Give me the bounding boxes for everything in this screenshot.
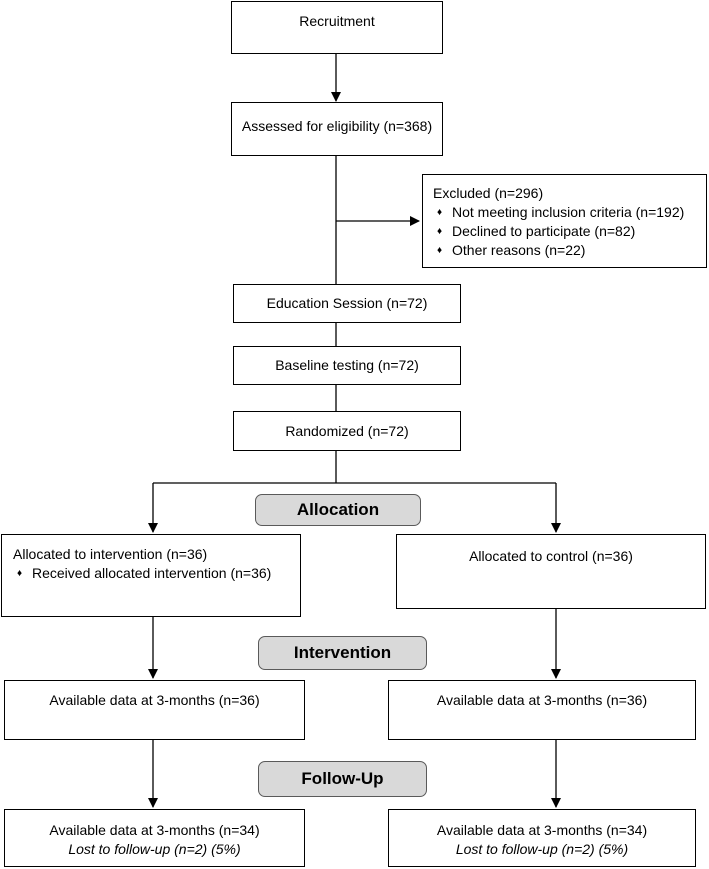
right-3-month-label: Available data at 3-months (n=36) [436,692,648,708]
left-follow-up-available: Available data at 3-months (n=34) [49,822,260,838]
excluded-title: Excluded (n=296) [433,185,544,201]
baseline-testing-label: Baseline testing (n=72) [275,357,419,373]
right-follow-up-lost: Lost to follow-up (n=2) (5%) [455,841,629,857]
excluded-reason-text: Other reasons (n=22) [452,242,586,258]
intervention-group-item: ♦ Received allocated intervention (n=36) [13,564,300,583]
intervention-group-item-text: Received allocated intervention (n=36) [32,565,272,581]
randomized-box: Randomized (n=72) [233,411,461,451]
stage-allocation-label: Allocation [296,500,380,519]
left-3-month-label: Available data at 3-months (n=36) [49,692,260,708]
excluded-box: Excluded (n=296) ♦ Not meeting inclusion … [422,174,707,268]
left-follow-up-box: Available data at 3-months (n=34) Lost t… [4,809,305,867]
excluded-reason-text: Declined to participate (n=82) [452,223,636,239]
intervention-group-box: Allocated to intervention (n=36) ♦ Receiv… [1,534,301,617]
left-follow-up-lost: Lost to follow-up (n=2) (5%) [68,841,241,857]
education-session-box: Education Session (n=72) [233,284,461,323]
education-session-label: Education Session (n=72) [266,295,428,311]
left-3-month-box: Available data at 3-months (n=36) [4,680,305,740]
control-group-label: Allocated to control (n=36) [469,548,633,564]
stage-follow-up: Follow-Up [258,761,427,797]
randomized-label: Randomized (n=72) [285,423,409,439]
stage-follow-up-label: Follow-Up [301,769,384,788]
recruitment-label: Recruitment [299,13,375,29]
intervention-group-list: ♦ Received allocated intervention (n=36) [13,564,300,583]
excluded-reasons-list: ♦Not meeting inclusion criteria (n=192) … [433,203,706,260]
right-follow-up-box: Available data at 3-months (n=34) Lost t… [388,809,696,867]
diamond-bullet-icon: ♦ [17,568,23,579]
stage-allocation: Allocation [255,494,421,526]
diamond-bullet-icon: ♦ [437,245,443,256]
diamond-bullet-icon: ♦ [437,207,443,218]
stage-intervention: Intervention [258,636,427,670]
right-follow-up-available: Available data at 3-months (n=34) [436,822,648,838]
excluded-reason-item: ♦ Declined to participate (n=82) [433,222,706,241]
excluded-reason-text: Not meeting inclusion criteria (n=192) [452,204,685,220]
control-group-box: Allocated to control (n=36) [396,534,706,609]
eligibility-label: Assessed for eligibility (n=368) [241,118,433,134]
excluded-reason-item: ♦ Other reasons (n=22) [433,241,706,260]
eligibility-box: Assessed for eligibility (n=368) [231,102,443,156]
stage-intervention-label: Intervention [293,643,392,662]
baseline-testing-box: Baseline testing (n=72) [233,346,461,385]
recruitment-box: Recruitment [231,1,443,54]
diamond-bullet-icon: ♦ [437,226,443,237]
intervention-group-title: Allocated to intervention (n=36) [13,546,208,562]
excluded-reason-item: ♦ Not meeting inclusion criteria (n=192) [433,203,706,222]
right-3-month-box: Available data at 3-months (n=36) [388,680,696,740]
